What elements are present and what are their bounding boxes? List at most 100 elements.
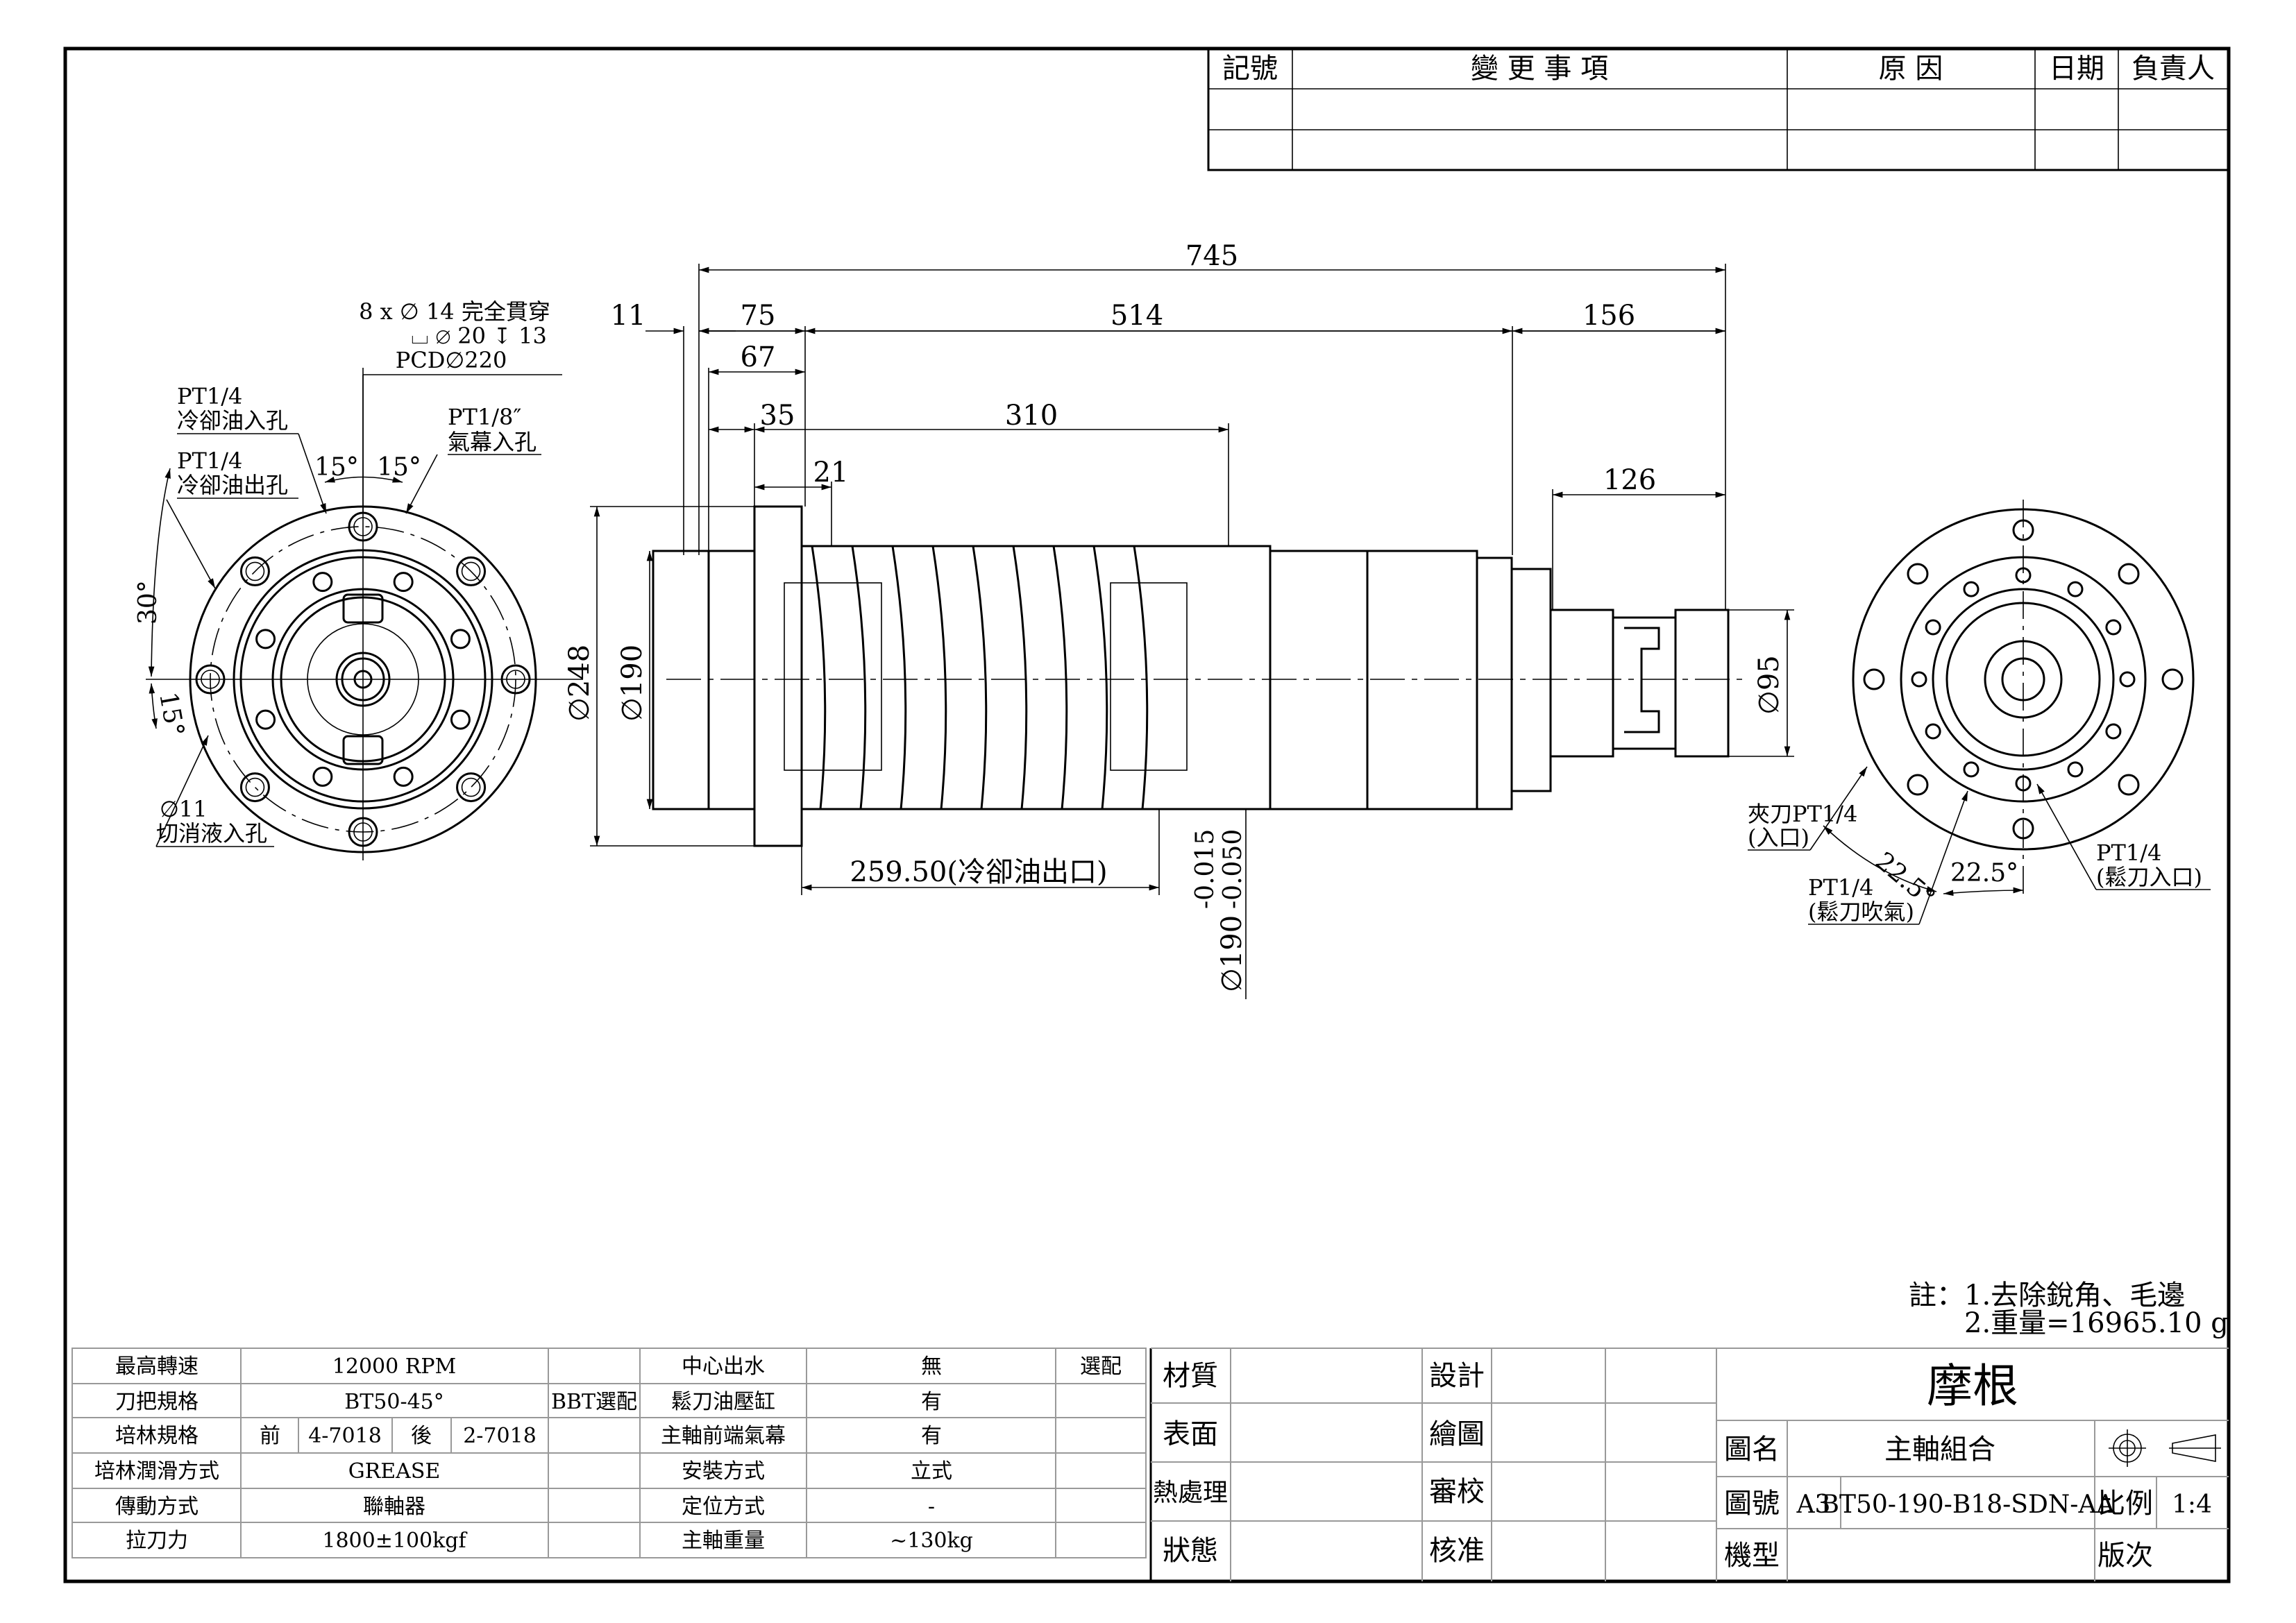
- mounting-hole: [2118, 563, 2140, 585]
- drawing-name-value: 主軸組合: [1884, 1434, 1995, 1465]
- revision-header-mark: 記號: [1222, 53, 1278, 85]
- spec-label: 培林規格: [115, 1424, 199, 1448]
- clamp-port-label: 夾刀PT1/4: [1748, 801, 1857, 827]
- cooling-spiral: [811, 545, 1149, 810]
- spec-value-2: 有: [921, 1424, 942, 1448]
- mounting-hole-inner: [245, 561, 265, 581]
- spec-label-2: 主軸前端氣幕: [661, 1424, 786, 1448]
- port-hole: [2015, 567, 2032, 584]
- mounting-hole: [239, 556, 270, 586]
- screw-hole: [312, 572, 333, 593]
- dim-67: 67: [741, 341, 776, 373]
- mounting-hole: [500, 664, 531, 695]
- review-label: 審校: [1429, 1476, 1485, 1508]
- screw-hole: [450, 629, 471, 649]
- mounting-hole: [456, 772, 487, 803]
- blow-port-label: (鬆刀吹氣): [1808, 899, 1914, 925]
- port-hole: [1911, 671, 1927, 688]
- mounting-hole: [1907, 774, 1929, 796]
- hole-spec-line1: 8 x ∅ 14 完全貫穿: [359, 298, 550, 325]
- revision-table: 記號 變 更 事 項 原 因 日期 負責人: [1207, 47, 2230, 171]
- spec-label-2: 主軸重量: [682, 1529, 765, 1553]
- drawing-number-value: BT50-190-B18-SDN-AA: [1821, 1490, 2116, 1519]
- mounting-hole: [2012, 817, 2034, 840]
- clamp-port-sub: (入口): [1748, 824, 1809, 851]
- blow-port-size: PT1/4: [1808, 874, 1873, 901]
- spiral-groove: [1012, 545, 1028, 810]
- dim-tolerance-dia: ∅190: [1216, 915, 1248, 992]
- third-angle-projection-icon: [2109, 1429, 2221, 1467]
- spiral-groove: [972, 545, 988, 810]
- dim-tolerance-upper: -0.015: [1191, 829, 1219, 909]
- material-label: 材質: [1163, 1360, 1218, 1392]
- angle-15-right: 15°: [377, 453, 421, 482]
- spec-value: 聯軸器: [363, 1495, 425, 1519]
- screw-hole: [450, 709, 471, 730]
- title-block: 材質 表面 熱處理 狀態 設計 繪圖 審校 核准 摩根 圖名 主軸組合 圖號 A…: [1149, 1348, 2229, 1581]
- screw-hole: [312, 766, 333, 787]
- revision-header-owner: 負責人: [2132, 53, 2215, 85]
- model-label: 機型: [1724, 1540, 1780, 1572]
- spec-bearing-rear-label: 後: [411, 1424, 432, 1448]
- mounting-hole-inner: [201, 670, 220, 689]
- screw-hole: [255, 629, 276, 649]
- release-port-label: (鬆刀入口): [2096, 864, 2202, 890]
- coolant-hole-size: ∅11: [160, 796, 208, 822]
- scale-label: 比例: [2097, 1488, 2153, 1520]
- spec-value: 12000 RPM: [332, 1354, 456, 1379]
- angle-15-left: 15°: [314, 453, 359, 482]
- surface-label: 表面: [1163, 1418, 1218, 1450]
- spec-label-2: 鬆刀油壓缸: [671, 1390, 775, 1414]
- mounting-hole: [2118, 774, 2140, 796]
- note-line-2: 2.重量=16965.10 g: [1964, 1307, 2229, 1339]
- spiral-groove: [811, 545, 827, 810]
- spec-label: 培林潤滑方式: [94, 1459, 219, 1484]
- mounting-hole: [1863, 668, 1885, 690]
- spec-label: 拉刀力: [126, 1529, 188, 1553]
- spiral-groove: [851, 545, 867, 810]
- spec-label: 傳動方式: [115, 1495, 199, 1519]
- port-hole: [2105, 619, 2122, 636]
- mounting-hole-inner: [353, 517, 373, 536]
- angle-30: 30°: [134, 580, 162, 624]
- angle-22-5-right: 22.5°: [1950, 859, 2018, 887]
- air-curtain-label: 氣幕入孔: [448, 429, 537, 455]
- note-line-1: 註：1.去除銳角、毛邊: [1909, 1280, 2185, 1311]
- spiral-groove: [931, 545, 947, 810]
- revision-header-date: 日期: [2049, 53, 2104, 85]
- front-view: 8 x ∅ 14 完全貫穿 ⌴ ∅ 20 ↧ 13 PCD∅220 PT1/4 …: [134, 298, 583, 860]
- dim-dia-248: ∅248: [564, 645, 596, 722]
- spec-bearing-rear-value: 2-7018: [463, 1424, 537, 1448]
- dim-156: 156: [1582, 300, 1635, 332]
- spec-value: 1800±100kgf: [322, 1529, 467, 1553]
- drawing-border: [63, 46, 2231, 1583]
- dim-coolant-outlet: 259.50(冷卻油出口): [850, 856, 1107, 888]
- spiral-groove: [1092, 545, 1108, 810]
- dim-11: 11: [611, 300, 646, 332]
- drawing-number-label: 圖號: [1724, 1488, 1780, 1520]
- port-hole: [1963, 581, 1980, 597]
- spec-label-2: 安裝方式: [682, 1459, 765, 1484]
- port-hole: [2067, 581, 2084, 597]
- spec-value-2: ~130kg: [890, 1529, 973, 1553]
- mounting-hole: [195, 664, 226, 695]
- oil-out-label: 冷卻油出孔: [177, 472, 288, 498]
- design-label: 設計: [1429, 1360, 1485, 1392]
- company-name: 摩根: [1927, 1359, 2018, 1413]
- hole-spec-line2: ⌴ ∅ 20 ↧ 13: [411, 323, 547, 349]
- spec-label-2: 中心出水: [682, 1354, 765, 1379]
- dim-126: 126: [1603, 464, 1656, 496]
- drawing-name-label: 圖名: [1724, 1434, 1780, 1465]
- mounting-hole-inner: [461, 561, 481, 581]
- spec-value-2: 有: [921, 1390, 942, 1414]
- coolant-hole-label: 切消液入孔: [156, 820, 267, 847]
- spec-bearing-front-value: 4-7018: [308, 1424, 382, 1448]
- air-curtain-size: PT1/8″: [448, 404, 521, 430]
- pcd-label: PCD∅220: [396, 347, 507, 373]
- dim-35: 35: [760, 400, 795, 432]
- mounting-hole-inner: [245, 777, 265, 797]
- revision-header-change: 變 更 事 項: [1471, 53, 1608, 85]
- side-view: 745 11 75 514 156 67 35 310 21 126 ∅2: [564, 240, 1794, 999]
- screw-hole: [255, 709, 276, 730]
- dim-310: 310: [1005, 400, 1058, 432]
